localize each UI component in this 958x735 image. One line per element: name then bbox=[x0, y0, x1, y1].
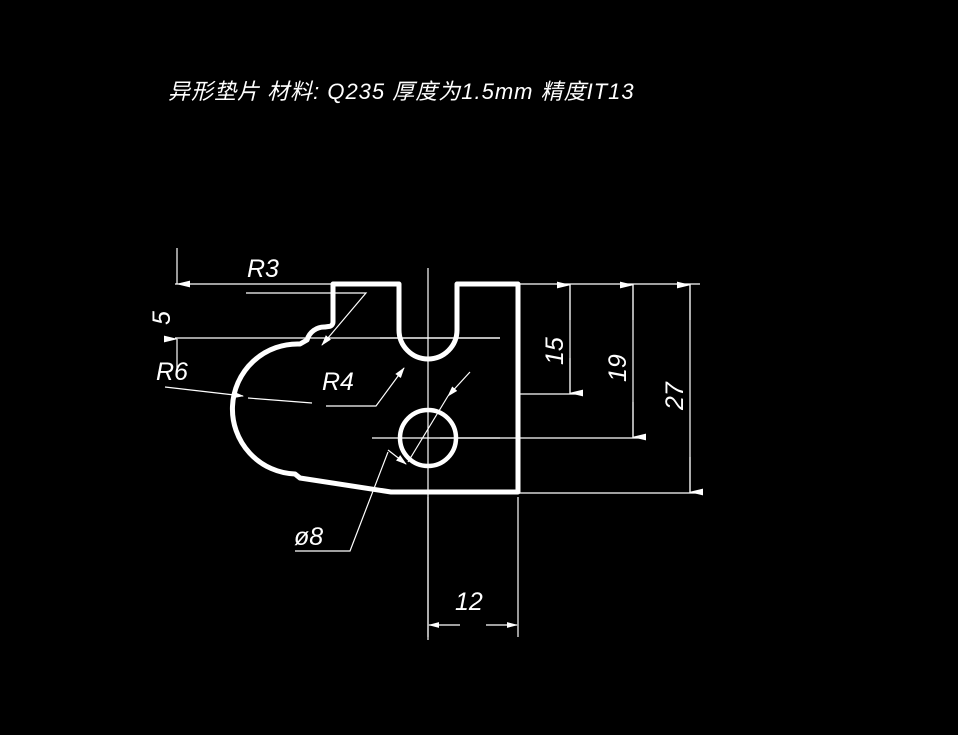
extension-lines-right bbox=[430, 283, 700, 494]
leader-r3 bbox=[246, 292, 368, 346]
label-r3: R3 bbox=[247, 255, 279, 283]
dimension-12 bbox=[427, 497, 519, 637]
leader-r4 bbox=[326, 367, 405, 407]
label-r6: R6 bbox=[156, 358, 188, 386]
label-dim-12: 12 bbox=[455, 588, 483, 616]
hole-circle bbox=[397, 407, 459, 469]
extension-lines-left bbox=[164, 248, 500, 375]
label-r4: R4 bbox=[322, 368, 354, 396]
centerlines bbox=[372, 268, 500, 640]
label-dia8: ø8 bbox=[294, 523, 323, 551]
leader-dia8 bbox=[295, 371, 471, 552]
page-title: 异形垫片 材料: Q235 厚度为1.5mm 精度IT13 bbox=[168, 79, 635, 104]
label-dim-15: 15 bbox=[541, 337, 569, 365]
part-outline bbox=[229, 281, 521, 495]
label-dim-5: 5 bbox=[148, 311, 176, 325]
label-dim-19: 19 bbox=[604, 354, 632, 382]
label-dim-27: 27 bbox=[661, 381, 689, 411]
leader-r6 bbox=[164, 386, 313, 404]
